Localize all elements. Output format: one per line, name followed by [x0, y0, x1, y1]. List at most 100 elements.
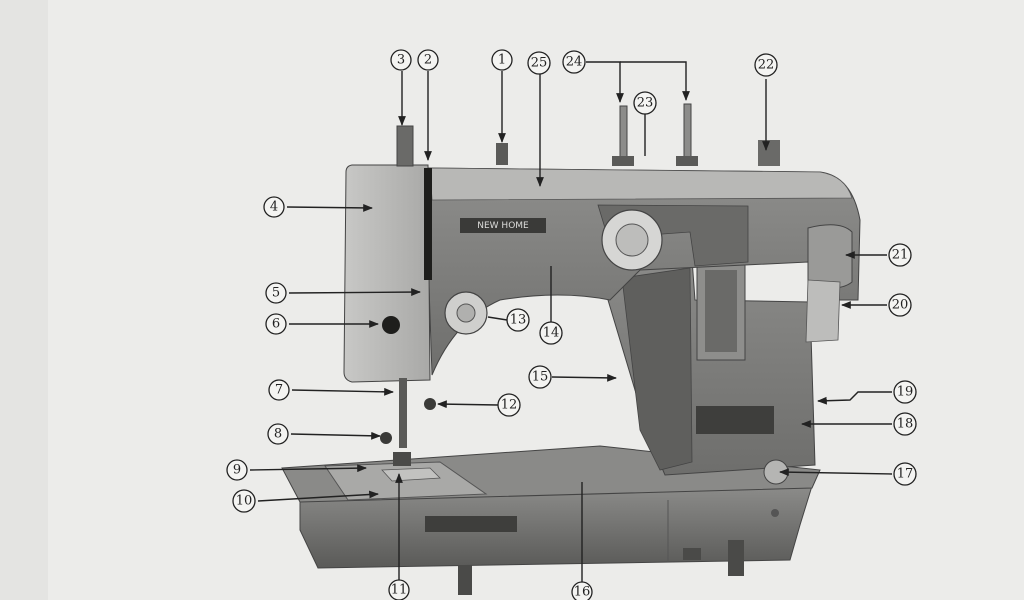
stitch-length-plate	[696, 406, 774, 434]
pattern-dial-center	[615, 223, 649, 257]
callout-ring	[528, 365, 552, 389]
callout-ring	[265, 282, 287, 304]
callout-number: 11	[391, 583, 408, 598]
callout-number: 8	[274, 427, 282, 442]
callout-ring	[888, 293, 912, 317]
callout-13: 13	[506, 308, 530, 332]
callout-number: 5	[272, 286, 280, 301]
callout-ring	[893, 412, 917, 436]
spool-pin-left	[619, 105, 628, 163]
brand-plate	[460, 218, 546, 233]
thread-take-up-slot	[424, 168, 432, 280]
sewing-machine: NEW HOME	[281, 103, 861, 595]
callout-number: 18	[897, 417, 914, 432]
callout-ring	[754, 53, 778, 77]
callout-ring	[267, 423, 289, 445]
bobbin-winder[interactable]	[758, 140, 780, 166]
clutch-knob[interactable]	[805, 279, 841, 343]
leader-4	[286, 203, 373, 212]
callout-number: 24	[566, 55, 583, 70]
callout-ring	[263, 196, 285, 218]
callout-7: 7	[268, 379, 290, 401]
callout-number: 3	[397, 53, 405, 68]
callout-16: 16	[571, 581, 593, 600]
callout-10: 10	[232, 489, 256, 513]
callout-ring	[893, 462, 917, 486]
callout-number: 4	[270, 200, 278, 215]
top-cover	[429, 167, 853, 201]
callout-ring	[539, 321, 563, 345]
callout-number: 7	[275, 383, 283, 398]
callout-ring	[268, 379, 290, 401]
callout-number: 22	[758, 58, 775, 73]
light-switch[interactable]	[382, 316, 400, 334]
callout-number: 6	[272, 317, 280, 332]
callout-number: 2	[424, 53, 432, 68]
needle-bar	[399, 378, 407, 448]
callout-ring	[527, 51, 551, 75]
thread-guide-top	[496, 143, 508, 165]
callout-number: 10	[236, 494, 253, 509]
callout-ring	[388, 579, 410, 600]
leader-9	[249, 464, 367, 473]
callout-1: 1	[491, 49, 513, 71]
callout-21: 21	[888, 243, 912, 267]
needle-clamp-screw[interactable]	[424, 398, 436, 410]
callout-ring	[226, 459, 248, 481]
callout-ring	[491, 49, 513, 71]
page-left-margin	[0, 0, 48, 600]
callout-number: 19	[897, 385, 914, 400]
callout-11: 11	[388, 579, 410, 600]
callout-number: 9	[233, 463, 241, 478]
callout-5: 5	[265, 282, 287, 304]
callout-18: 18	[893, 412, 917, 436]
leader-19	[817, 391, 892, 405]
callout-number: 1	[498, 53, 506, 68]
callout-ring	[562, 50, 586, 74]
callout-number: 20	[892, 298, 909, 313]
face-plate	[343, 164, 431, 383]
leader-24b	[620, 61, 690, 101]
callout-17: 17	[893, 462, 917, 486]
callout-2: 2	[417, 49, 439, 71]
callout-number: 16	[574, 585, 591, 600]
callout-ring	[265, 313, 287, 335]
tension-knob[interactable]	[396, 125, 414, 167]
callout-14: 14	[539, 321, 563, 345]
callout-12: 12	[497, 393, 521, 417]
pattern-window-inner	[705, 270, 737, 352]
callout-22: 22	[754, 53, 778, 77]
leader-17	[779, 468, 893, 477]
callout-number: 25	[531, 56, 548, 71]
brand-plate-text: NEW HOME	[477, 221, 529, 231]
callout-number: 12	[501, 398, 518, 413]
callout-9: 9	[226, 459, 248, 481]
callout-number: 17	[897, 467, 914, 482]
leader-12	[437, 400, 499, 409]
callout-ring	[232, 489, 256, 513]
foot-right	[728, 540, 744, 576]
presser-thumb-screw[interactable]	[380, 432, 392, 444]
callout-number: 21	[892, 248, 909, 263]
callout-19: 19	[893, 380, 917, 404]
callout-ring	[497, 393, 521, 417]
callout-ring	[417, 49, 439, 71]
spool-pin-right	[683, 103, 692, 163]
foot-mid	[683, 548, 701, 560]
callout-6: 6	[265, 313, 287, 335]
callout-ring	[390, 49, 412, 71]
base-screw	[771, 509, 779, 517]
leader-13	[487, 316, 508, 321]
leader-15	[551, 373, 617, 382]
handwheel[interactable]	[807, 224, 853, 289]
base-badge	[425, 516, 517, 532]
callout-20: 20	[888, 293, 912, 317]
spool-pin-left-base	[612, 156, 634, 166]
callout-ring	[571, 581, 593, 600]
callout-number: 23	[637, 96, 654, 111]
callout-23: 23	[633, 91, 657, 115]
leader-7	[291, 387, 394, 396]
foot-left	[458, 565, 472, 595]
callout-number: 15	[532, 370, 549, 385]
